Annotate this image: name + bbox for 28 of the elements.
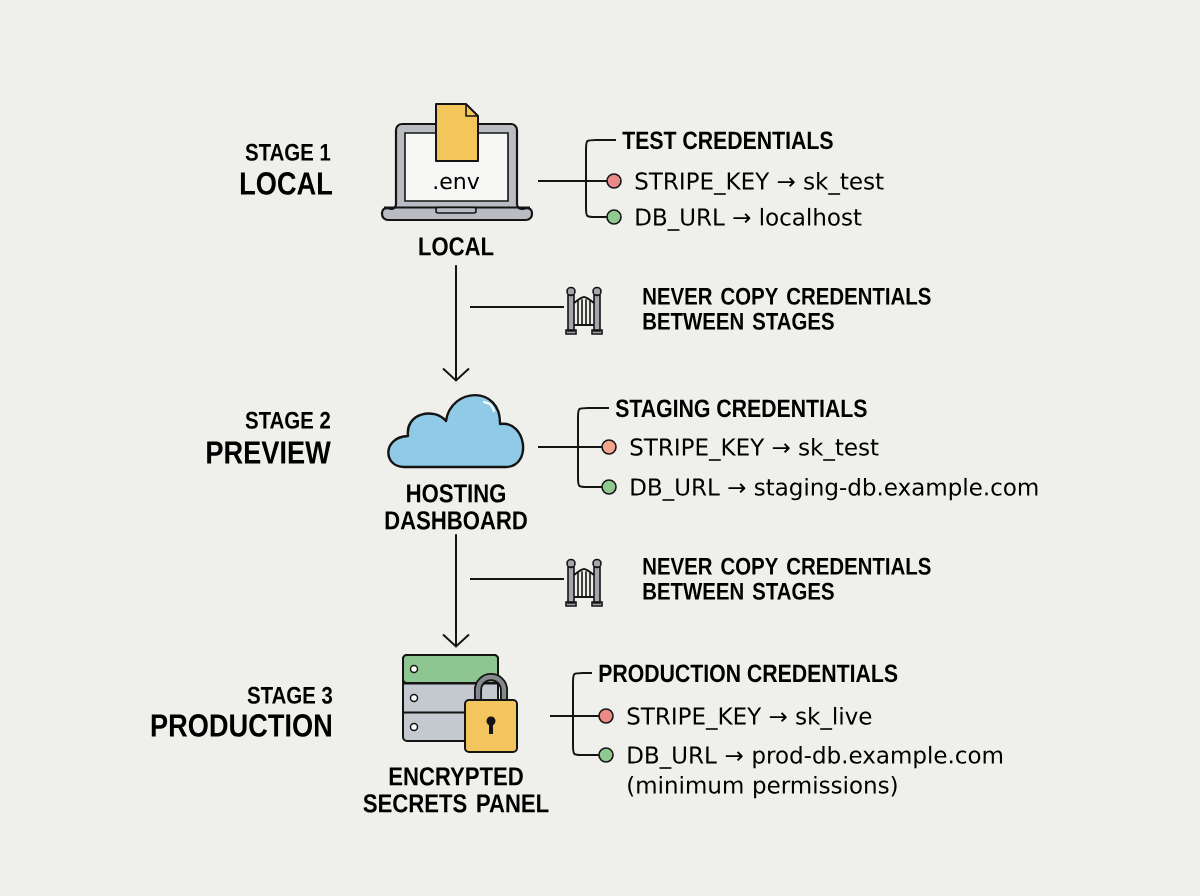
arrow (442, 533, 470, 648)
stage-title: PREVIEW (207, 441, 331, 464)
group-heading: PRODUCTION CREDENTIALS (599, 664, 898, 683)
warning-note: NEVER COPY CREDENTIALS BETWEEN STAGES (643, 287, 931, 330)
credential-item: DB_URL → staging-db.example.com (631, 477, 1038, 501)
stage-title: PRODUCTION (151, 714, 331, 737)
credential-item: DB_URL → localhost (636, 207, 862, 231)
stage-label: STAGE 2 (245, 411, 330, 429)
stage-label: STAGE 3 (247, 686, 333, 704)
bracket-line (537, 446, 603, 488)
icon-caption: LOCAL (419, 237, 494, 256)
stage-label: STAGE 1 (245, 143, 331, 161)
icon-caption: ENCRYPTED SECRETS PANEL (363, 767, 549, 813)
group-heading: TEST CREDENTIALS (622, 131, 833, 150)
leader-line (469, 306, 565, 308)
group-heading: STAGING CREDENTIALS (615, 399, 867, 418)
credential-item: STRIPE_KEY → sk_test (630, 437, 879, 461)
stage-title: LOCAL (240, 172, 332, 195)
file-label: .env (434, 176, 480, 190)
credential-item: STRIPE_KEY → sk_live (627, 706, 872, 730)
warning-note: NEVER COPY CREDENTIALS BETWEEN STAGES (643, 557, 931, 600)
bracket-line (537, 180, 608, 218)
bracket-line (549, 715, 600, 756)
icon-caption: HOSTING DASHBOARD (385, 484, 527, 530)
credential-item: DB_URL → prod-db.example.com (minimum permissions) (628, 745, 1002, 799)
credential-item: STRIPE_KEY → sk_test (635, 171, 884, 195)
arrow (442, 264, 470, 382)
leader-line (469, 578, 565, 580)
